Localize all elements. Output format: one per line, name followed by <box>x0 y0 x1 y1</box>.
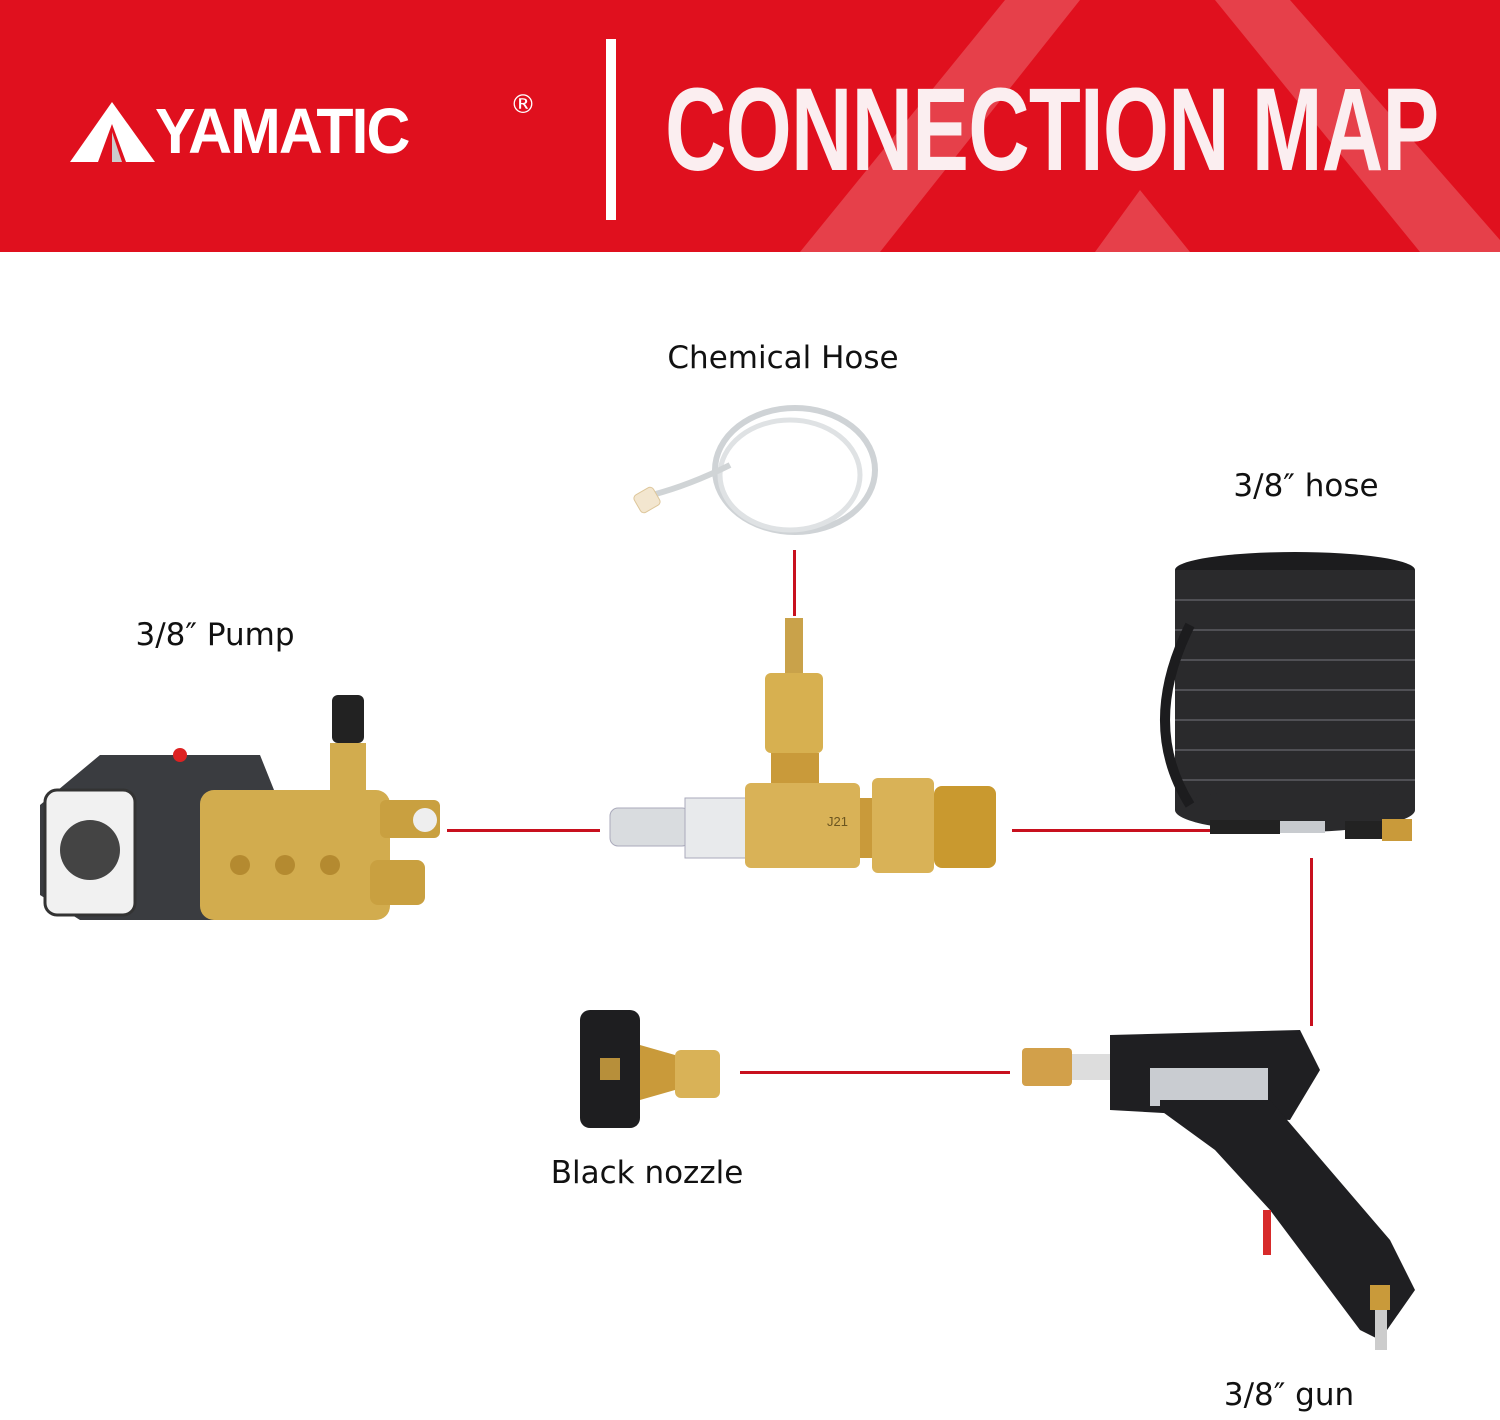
pump-image <box>40 695 440 920</box>
connector-nozzle-to-gun <box>740 1071 1010 1074</box>
connector-pump-to-injector <box>447 829 600 832</box>
high-pressure-hose-image <box>1160 552 1415 841</box>
connector-hose-to-gun <box>1310 858 1313 1026</box>
chemical-injector-image: J21 <box>609 618 996 873</box>
page-title: CONNECTION MAP <box>665 64 1439 196</box>
brand-name: YAMATIC <box>155 95 410 167</box>
background-logo-watermark <box>800 0 1500 252</box>
header-divider <box>606 39 616 220</box>
connector-chemical-hose-to-injector <box>793 550 796 616</box>
chemical-hose-image <box>633 405 878 535</box>
black-nozzle-image <box>580 1010 720 1128</box>
connector-injector-to-hose <box>1012 829 1210 832</box>
registered-mark: ® <box>510 90 536 120</box>
brand-logo: YAMATIC <box>70 95 422 167</box>
label-pump: 3/8″ Pump <box>135 617 295 653</box>
label-gun: 3/8″ gun <box>1223 1377 1355 1413</box>
injector-marking: J21 <box>827 814 848 829</box>
spray-gun-image <box>1022 1030 1415 1350</box>
brand-triangle-icon <box>70 102 155 162</box>
label-nozzle: Black nozzle <box>550 1155 744 1191</box>
header-banner: YAMATIC ® CONNECTION MAP <box>0 0 1500 252</box>
label-hose: 3/8″ hose <box>1233 468 1379 504</box>
label-chemical-hose: Chemical Hose <box>667 340 899 376</box>
